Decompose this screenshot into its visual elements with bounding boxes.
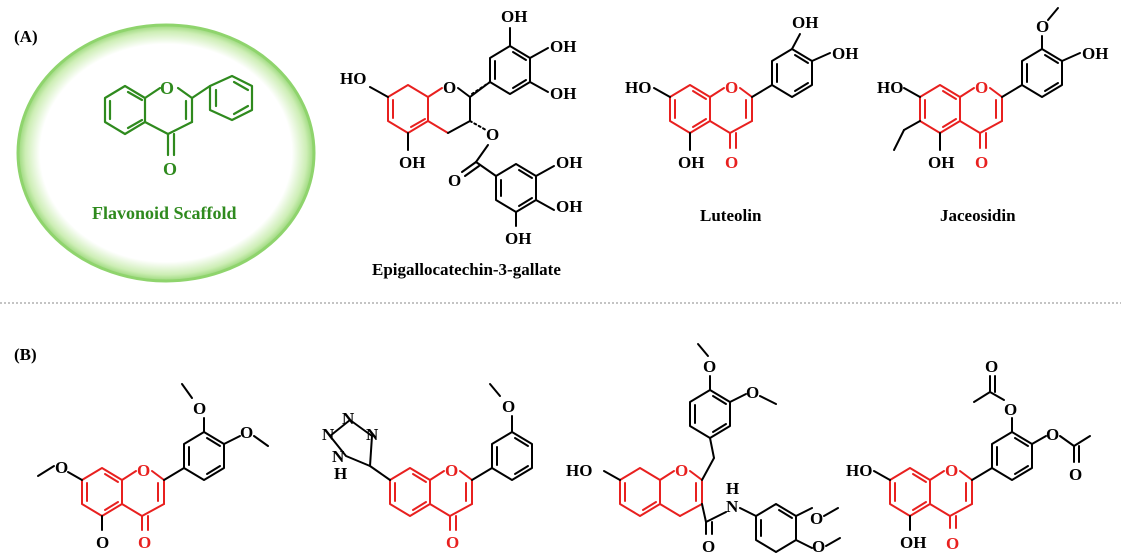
luteolin-carbonyl-oxygen: O — [725, 153, 738, 172]
egcg-oh-left: HO — [340, 69, 366, 88]
luteolin-oh-right: OH — [832, 44, 858, 63]
egcg-oh-bottom: OH — [399, 153, 425, 172]
b3-methoxy-oxygen-1: O — [703, 357, 716, 376]
panel-label-a: (A) — [14, 27, 38, 46]
compound-b4: O O HO OH O O O O — [846, 357, 1091, 553]
b2-tetrazole-n4: N — [332, 447, 345, 466]
compound-luteolin: O O HO OH OH OH Luteolin — [625, 13, 858, 225]
scaffold-ring-oxygen: O — [160, 78, 174, 98]
b1-ring-oxygen: O — [137, 461, 150, 480]
b3-methoxy-oxygen-3: O — [810, 509, 823, 528]
b2-methoxy-oxygen: O — [502, 397, 515, 416]
b1-methoxy-oxygen-3: O — [193, 399, 206, 418]
b2-ring-oxygen: O — [445, 461, 458, 480]
luteolin-name: Luteolin — [700, 206, 762, 225]
panel-label-b: (B) — [14, 345, 37, 364]
egcg-gallate-oh-2: OH — [556, 197, 582, 216]
compound-b3: O HO O O O H N O O — [566, 343, 841, 553]
compound-b2: O O N N N N H O — [322, 383, 533, 552]
b2-tetrazole-h: H — [334, 464, 347, 483]
jaceosidin-ring-oxygen: O — [975, 78, 988, 97]
scaffold-carbonyl-oxygen: O — [163, 159, 177, 179]
b1-methoxy-oxygen-1: O — [55, 458, 68, 477]
luteolin-ring-oxygen: O — [725, 78, 738, 97]
b1-methoxy-oxygen-4: O — [240, 423, 253, 442]
egcg-oh-top: OH — [501, 7, 527, 26]
b4-carbonyl-oxygen: O — [946, 534, 959, 553]
b3-amide-oxygen: O — [702, 537, 715, 553]
b4-oh-bottom: OH — [900, 533, 926, 552]
b3-methoxy-oxygen-2: O — [746, 383, 759, 402]
egcg-gallate-oh-1: OH — [556, 153, 582, 172]
b3-amide-h: H — [726, 479, 739, 498]
egcg-name: Epigallocatechin-3-gallate — [372, 260, 561, 279]
b3-methoxy-oxygen-4: O — [812, 537, 825, 553]
jaceosidin-oh-bottom: OH — [928, 153, 954, 172]
b4-oh-left: HO — [846, 461, 872, 480]
luteolin-oh-bottom: OH — [678, 153, 704, 172]
b2-tetrazole-n2: N — [342, 409, 355, 428]
b1-methoxy-oxygen-2: O — [96, 533, 109, 552]
egcg-carbonyl-oxygen: O — [448, 171, 461, 190]
jaceosidin-oh-right: OH — [1082, 44, 1108, 63]
b2-tetrazole-n1: N — [322, 425, 335, 444]
compound-egcg: O HO OH OH OH OH O O OH OH — [340, 7, 582, 279]
b4-acetate-oxygen-2: O — [985, 357, 998, 376]
b3-oh-left: HO — [566, 461, 592, 480]
compound-jaceosidin: O O HO OH O OH Jaceosidin — [877, 7, 1108, 225]
jaceosidin-methoxy-oxygen: O — [1036, 17, 1049, 36]
b3-amide-n: N — [726, 497, 739, 516]
luteolin-oh-left: HO — [625, 78, 651, 97]
b4-acetate-oxygen-4: O — [1069, 465, 1082, 484]
egcg-ester-oxygen: O — [486, 125, 499, 144]
b4-ring-oxygen: O — [945, 461, 958, 480]
b4-acetate-oxygen-3: O — [1046, 425, 1059, 444]
egcg-oh-right-mid: OH — [550, 84, 576, 103]
b1-carbonyl-oxygen: O — [138, 533, 151, 552]
jaceosidin-oh-left: HO — [877, 78, 903, 97]
scaffold-title: Flavonoid Scaffold — [92, 203, 237, 223]
scaffold-halo — [16, 23, 316, 283]
flavonoid-scaffold: O O Flavonoid Scaffold — [16, 23, 316, 283]
jaceosidin-name: Jaceosidin — [940, 206, 1016, 225]
egcg-oh-right-top: OH — [550, 37, 576, 56]
b2-carbonyl-oxygen: O — [446, 533, 459, 552]
egcg-gallate-oh-3: OH — [505, 229, 531, 248]
b4-acetate-oxygen-1: O — [1004, 400, 1017, 419]
egcg-ring-oxygen: O — [443, 78, 456, 97]
jaceosidin-carbonyl-oxygen: O — [975, 153, 988, 172]
luteolin-oh-top: OH — [792, 13, 818, 32]
b2-tetrazole-n3: N — [366, 425, 379, 444]
b3-ring-oxygen: O — [675, 461, 688, 480]
compound-b1: O O O O O O — [37, 383, 269, 552]
